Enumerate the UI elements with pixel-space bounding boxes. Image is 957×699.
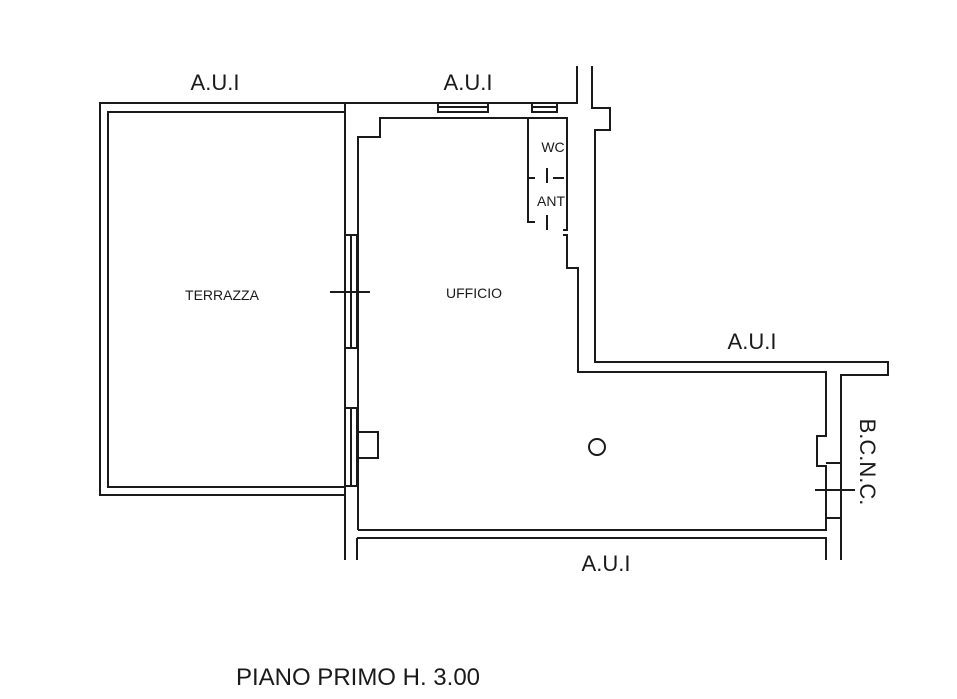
label-terrazza: TERRAZZA [185, 287, 260, 303]
label-wc: WC [541, 139, 564, 155]
label-bcnc: B.C.N.C. [855, 419, 880, 506]
label-aui-right: A.U.I [728, 329, 777, 354]
label-aui-bottom: A.U.I [582, 551, 631, 576]
door-marks [330, 291, 855, 491]
column-circle [588, 438, 606, 456]
label-aui-top-left: A.U.I [191, 70, 240, 95]
office-walls [344, 66, 889, 560]
wc-walls [527, 117, 568, 231]
plan-title: PIANO PRIMO H. 3.00 [236, 664, 480, 691]
label-aui-top-middle: A.U.I [444, 70, 493, 95]
label-anti: ANTI [537, 193, 569, 209]
label-ufficio: UFFICIO [446, 285, 502, 301]
terrace-walls [99, 102, 345, 496]
windows [344, 102, 841, 519]
